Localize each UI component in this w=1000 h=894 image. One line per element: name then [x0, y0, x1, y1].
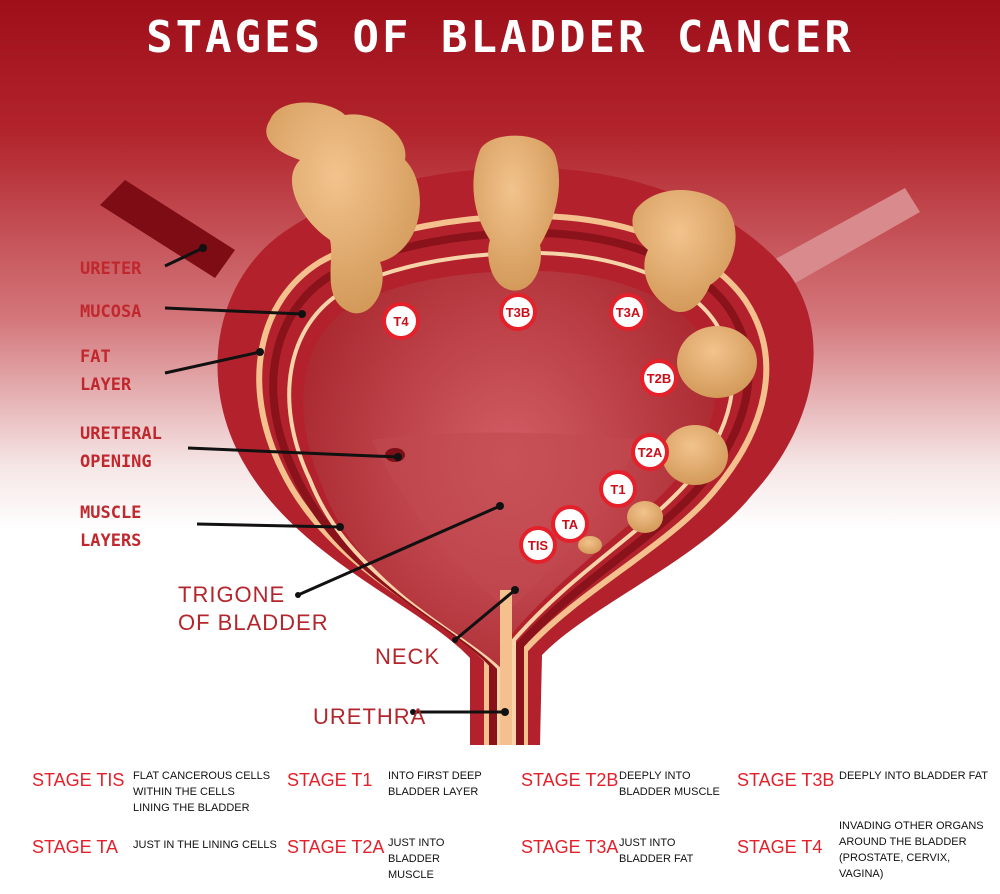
pointer-lines [164, 246, 516, 714]
svg-text:TIS: TIS [528, 538, 549, 553]
legend-desc-t3b: DEEPLY INTO BLADDER FAT [839, 770, 988, 782]
marker-t3a: T3A [609, 293, 647, 331]
urethra-channel [500, 590, 512, 745]
svg-text:T2A: T2A [638, 445, 663, 460]
legend-desc-t2a: JUST INTO BLADDER MUSCLE [388, 837, 445, 881]
svg-text:T3B: T3B [506, 305, 531, 320]
marker-t3b: T3B [499, 293, 537, 331]
legend-stage-t2a: STAGE T2A [287, 837, 385, 857]
legend-stage-tis: STAGE TIS [32, 770, 125, 790]
label-ureteral-opening-line1: URETERAL [80, 424, 162, 444]
tumors [266, 102, 757, 554]
right-ureter [770, 188, 920, 286]
stage-markers: T4 T3B T3A T2B T2A T1 TA TIS [382, 293, 678, 564]
svg-text:T2B: T2B [647, 371, 672, 386]
bladder-diagram: T4 T3B T3A T2B T2A T1 TA TIS [100, 102, 920, 745]
legend-stage-t3b: STAGE T3B [737, 770, 835, 790]
svg-text:T4: T4 [393, 314, 409, 329]
label-ureteral-opening-line2: OPENING [80, 452, 152, 472]
left-ureter [100, 180, 235, 278]
label-fat-layer-line2: LAYER [80, 375, 132, 395]
legend-stage-t3a: STAGE T3A [521, 837, 619, 857]
legend-stage-t2b: STAGE T2B [521, 770, 619, 790]
legend-desc-t2b: DEEPLY INTO BLADDER MUSCLE [619, 770, 720, 798]
label-muscle-layers-line1: MUSCLE [80, 503, 142, 523]
legend-desc-t4: INVADING OTHER ORGANS AROUND THE BLADDER… [839, 820, 984, 880]
svg-text:TA: TA [562, 517, 579, 532]
legend-desc-ta: JUST IN THE LINING CELLS [133, 839, 277, 851]
marker-ta: TA [551, 505, 589, 543]
label-trigone-line1: TRIGONE [178, 582, 286, 607]
legend-stage-t4: STAGE T4 [737, 837, 823, 857]
svg-text:T3A: T3A [616, 305, 641, 320]
legend-desc-tis: FLAT CANCEROUS CELLS WITHIN THE CELLS LI… [133, 770, 271, 814]
label-trigone-line2: OF BLADDER [178, 610, 329, 635]
legend-desc-t1: INTO FIRST DEEP BLADDER LAYER [388, 770, 482, 798]
marker-t1: T1 [599, 470, 637, 508]
stage-legend: STAGE TIS FLAT CANCEROUS CELLS WITHIN TH… [0, 755, 1000, 894]
trigone [372, 432, 640, 610]
legend-stage-t1: STAGE T1 [287, 770, 373, 790]
label-fat-layer-line1: FAT [80, 347, 111, 367]
label-mucosa: MUCOSA [80, 302, 142, 322]
label-neck: NECK [375, 644, 441, 669]
page-title: STAGES OF BLADDER CANCER [146, 12, 854, 63]
marker-t2b: T2B [640, 359, 678, 397]
marker-t2a: T2A [631, 433, 669, 471]
legend-desc-t3a: JUST INTO BLADDER FAT [619, 837, 694, 865]
label-urethra: URETHRA [313, 704, 427, 729]
label-muscle-layers-line2: LAYERS [80, 531, 142, 551]
marker-t4: T4 [382, 302, 420, 340]
svg-text:T1: T1 [610, 482, 625, 497]
marker-tis: TIS [519, 526, 557, 564]
label-ureter: URETER [80, 259, 142, 279]
legend-stage-ta: STAGE TA [32, 837, 119, 857]
